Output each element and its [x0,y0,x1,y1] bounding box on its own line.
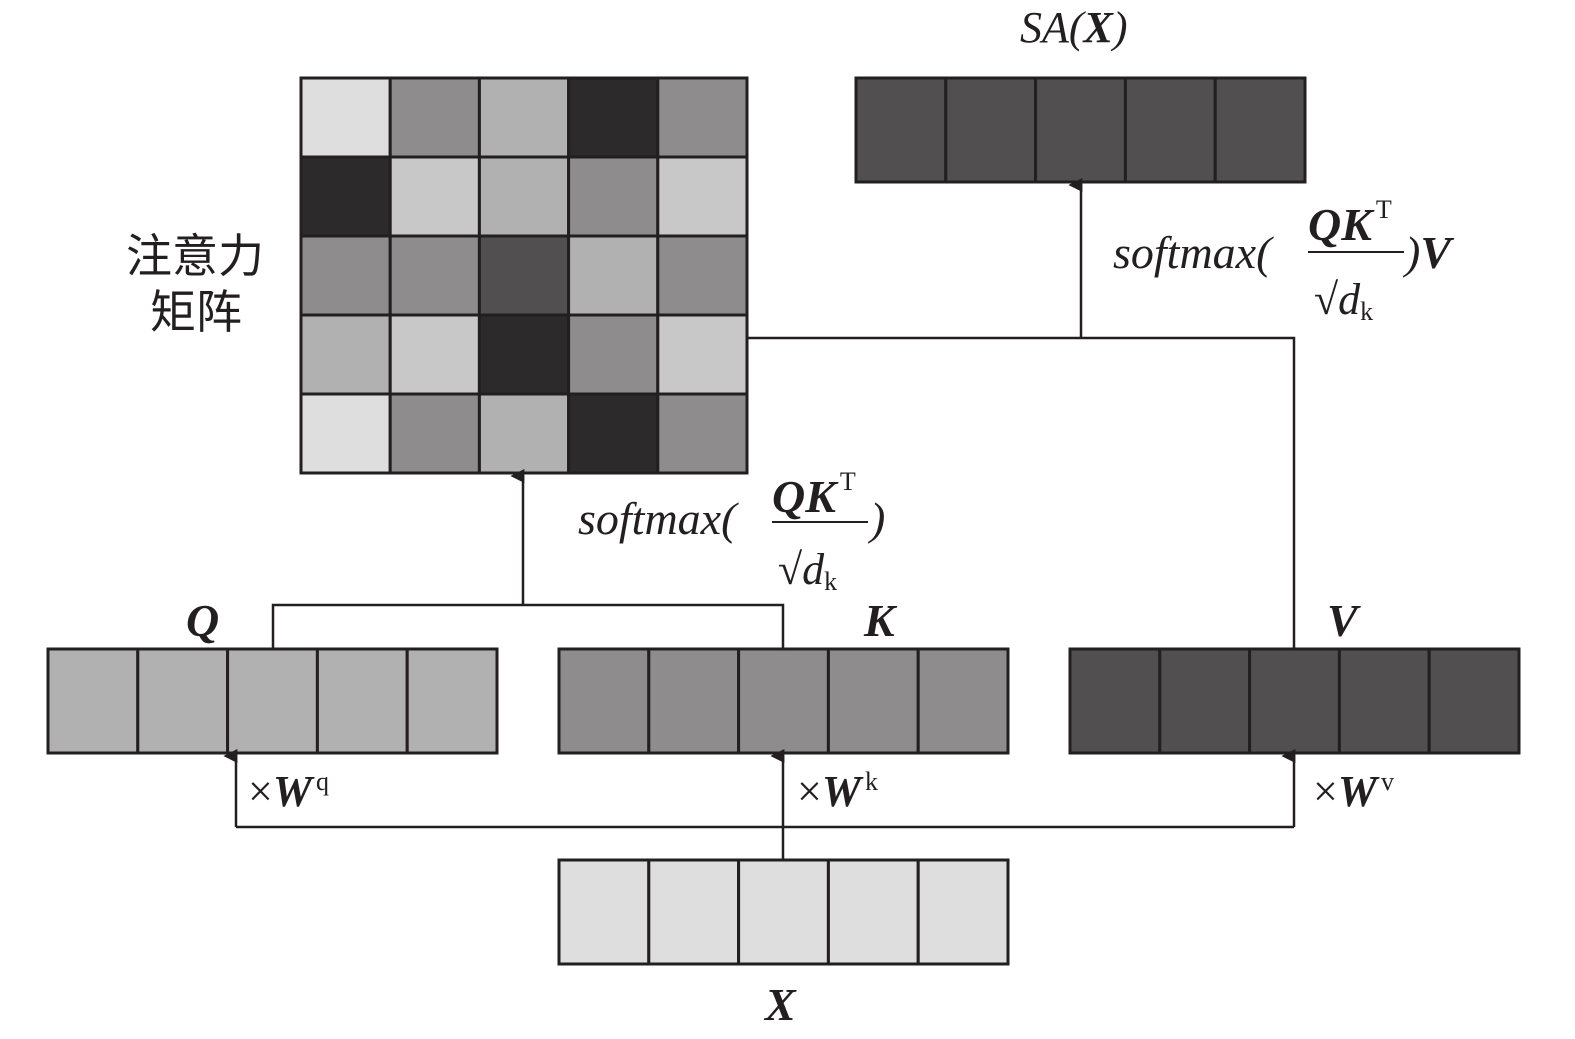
vector-cell [1427,647,1521,755]
connectors [223,178,1296,860]
matrix-cell [477,392,571,475]
attention-matrix [299,76,749,475]
sa-label: SA(X) [1020,3,1128,52]
vector-cell [315,647,409,755]
sa-output-vector [854,76,1307,184]
svg-text:√dk: √dk [1314,275,1373,326]
svg-text:softmax(: softmax( [1113,227,1274,278]
vector-cell [647,647,741,755]
vector-cell [1123,76,1217,184]
attention-matrix-label-line1: 注意力 [126,229,264,283]
vector-cell [737,647,830,755]
attention-matrix-label-line2: 矩阵 [150,285,242,339]
matrix-cell [656,392,749,475]
matrix-cell [299,313,392,396]
vector-cell [916,647,1010,755]
k-label: K [863,595,898,646]
vector-cell [557,647,651,755]
matrix-cell [656,234,749,317]
matrix-cell [388,392,481,475]
matrix-v-connector [747,336,1296,649]
vector-cell [826,647,920,755]
matrix-cell [567,155,660,238]
vector-cell [46,647,140,755]
matrix-cell [656,76,749,159]
x-input-vector [557,858,1010,966]
matrix-cell [299,76,392,159]
vector-cell [737,858,830,966]
matrix-cell [299,392,392,475]
matrix-cell [477,313,571,396]
matrix-cell [567,392,660,475]
vector-cell [1158,647,1252,755]
x-label: X [763,979,797,1030]
matrix-cell [388,76,481,159]
vector-cell [916,858,1010,966]
matrix-cell [388,234,481,317]
vector-cell [647,858,741,966]
vector-cell [1034,76,1127,184]
v-label: V [1327,595,1361,646]
matrix-cell [477,234,571,317]
matrix-cell [477,155,571,238]
vector-cell [405,647,499,755]
matrix-cell [299,234,392,317]
svg-text:softmax(: softmax( [578,493,739,544]
q-label: Q [186,595,219,646]
vector-cell [1248,647,1341,755]
vector-cell [1213,76,1307,184]
svg-text:)V: )V [1402,227,1454,278]
vector-cell [226,647,319,755]
matrix-cell [656,155,749,238]
matrix-cell [567,313,660,396]
qk-connector [271,603,785,649]
matrix-cell [567,234,660,317]
v-vector [1068,647,1521,755]
vector-cell [854,76,948,184]
matrix-cell [388,313,481,396]
vector-cell [136,647,230,755]
vector-cell [1337,647,1431,755]
matrix-cell [567,76,660,159]
matrix-cell [656,313,749,396]
vector-cell [944,76,1038,184]
vector-cell [1068,647,1162,755]
vector-cell [826,858,920,966]
matrix-cell [388,155,481,238]
k-vector [557,647,1010,755]
matrix-cell [299,155,392,238]
svg-text:QKT: QKT [1308,195,1392,250]
q-vector [46,647,499,755]
vector-cell [557,858,651,966]
svg-text:): ) [867,493,885,544]
svg-text:QKT: QKT [772,467,856,522]
svg-text:√dk: √dk [778,545,837,596]
matrix-cell [477,76,571,159]
